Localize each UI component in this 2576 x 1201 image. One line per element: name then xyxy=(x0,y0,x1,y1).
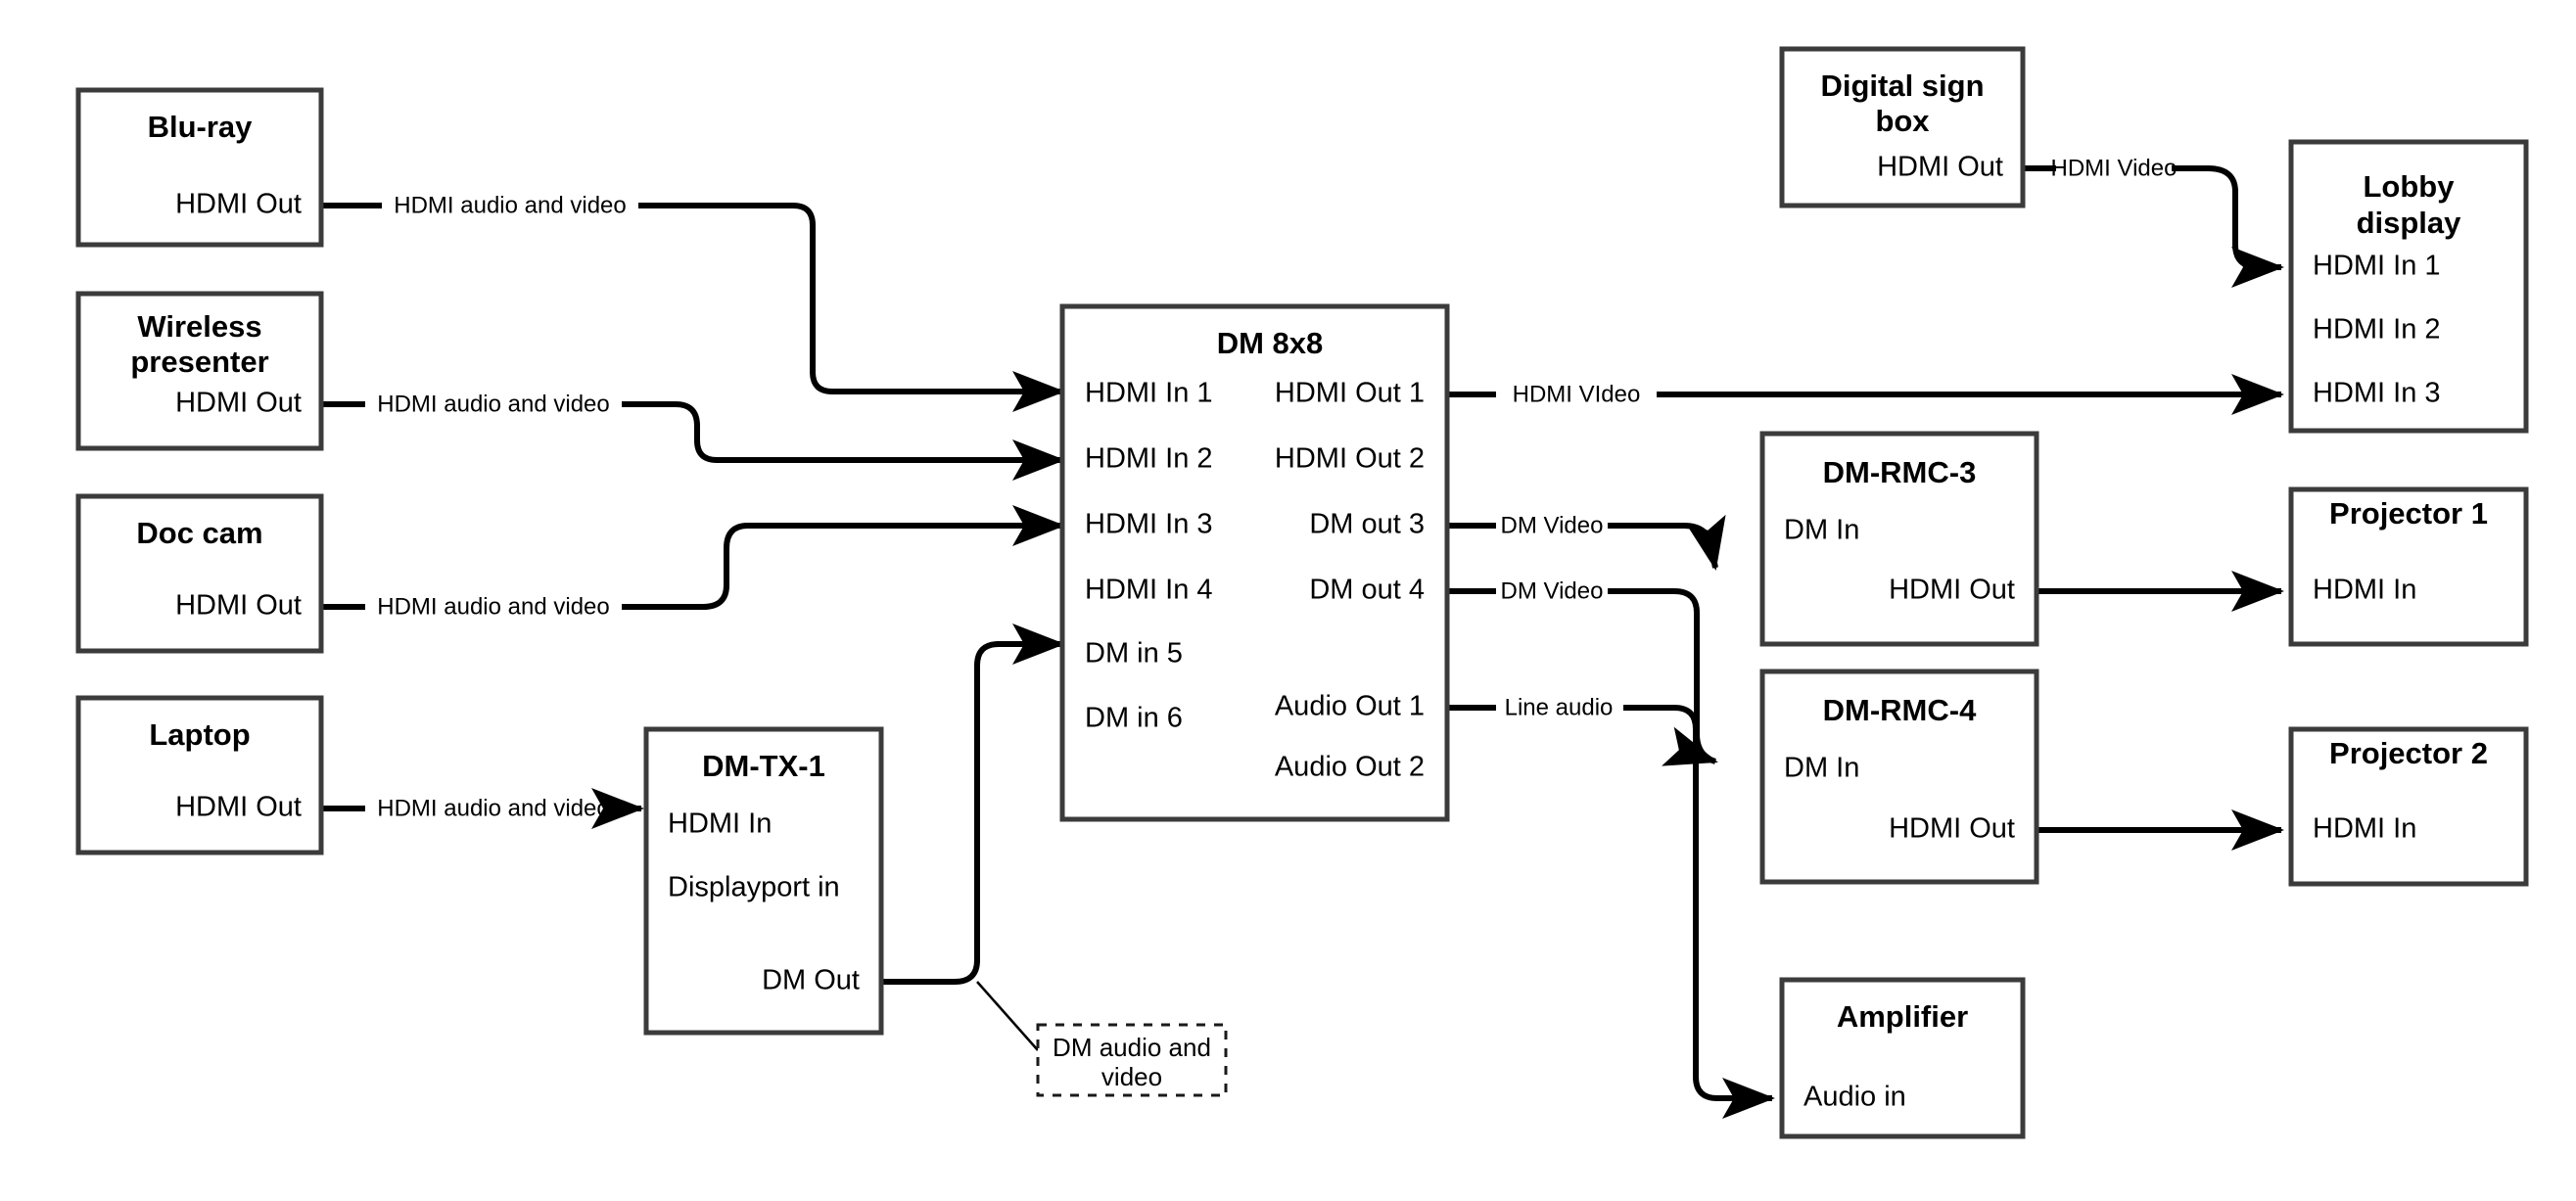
box-laptop[interactable]: Laptop HDMI Out xyxy=(75,695,324,855)
box-title-digital-sign-box-line1: Digital sign xyxy=(1820,69,1984,103)
port-dm8x8-dm-in-6: DM in 6 xyxy=(1085,703,1183,734)
port-dm8x8-hdmi-out-1: HDMI Out 1 xyxy=(1275,378,1425,409)
port-dmtx1-displayport-in: Displayport in xyxy=(668,872,840,903)
port-dm8x8-dm-out-3: DM out 3 xyxy=(1309,509,1425,540)
wire-wireless-to-dm8x8: HDMI audio and video xyxy=(323,391,1065,481)
box-dm-8x8[interactable]: DM 8x8 HDMI In 1 HDMI In 2 HDMI In 3 HDM… xyxy=(1059,303,1450,822)
port-laptop-hdmi-out: HDMI Out xyxy=(175,792,302,823)
box-title-bluray: Blu-ray xyxy=(148,110,254,144)
box-title-dm-tx-1: DM-TX-1 xyxy=(702,749,825,783)
wire-dmtx1-to-dm8x8 xyxy=(881,624,1065,1051)
edge-label-dmout3: DM Video xyxy=(1501,512,1604,538)
box-title-dm-8x8: DM 8x8 xyxy=(1217,326,1324,360)
edge-label-audioout1: Line audio xyxy=(1505,694,1614,720)
port-wireless-hdmi-out: HDMI Out xyxy=(175,388,302,419)
edge-label-dmout4: DM Video xyxy=(1501,577,1604,604)
wire-dmout3-to-rmc3: DM Video xyxy=(1447,512,1726,571)
box-dm-rmc-4[interactable]: DM-RMC-4 DM In HDMI Out xyxy=(1759,669,2039,885)
port-dm8x8-hdmi-out-2: HDMI Out 2 xyxy=(1275,443,1425,475)
box-amplifier[interactable]: Amplifier Audio in xyxy=(1779,977,2026,1139)
box-title-laptop: Laptop xyxy=(149,717,250,752)
wire-laptop-to-dmtx1: HDMI audio and video xyxy=(323,788,644,829)
port-dm8x8-audio-out-2: Audio Out 2 xyxy=(1275,752,1425,783)
wire-audioout1-to-amplifier: Line audio xyxy=(1447,694,1775,1119)
port-dm8x8-hdmi-in-3: HDMI In 3 xyxy=(1085,509,1213,540)
callout-dm-audio-and-video: DM audio and video xyxy=(1036,1023,1228,1097)
box-lobby-display[interactable]: Lobby display HDMI In 1 HDMI In 2 HDMI I… xyxy=(2288,139,2529,434)
port-lobby-hdmi-in-2: HDMI In 2 xyxy=(2313,314,2441,346)
edge-label-laptop: HDMI audio and video xyxy=(377,795,609,821)
wire-doccam-to-dm8x8: HDMI audio and video xyxy=(323,505,1065,620)
box-dm-rmc-3[interactable]: DM-RMC-3 DM In HDMI Out xyxy=(1759,431,2039,647)
port-lobby-hdmi-in-3: HDMI In 3 xyxy=(2313,378,2441,409)
port-dmtx1-dm-out: DM Out xyxy=(762,965,860,996)
port-rmc4-dm-in: DM In xyxy=(1784,753,1859,784)
box-title-digital-sign-box-line2: box xyxy=(1875,104,1930,138)
box-wireless-presenter[interactable]: Wireless presenter HDMI Out xyxy=(75,291,324,451)
wire-dmout4-to-rmc4: DM Video xyxy=(1447,577,1718,766)
callout-line1: DM audio and xyxy=(1053,1033,1211,1062)
port-doccam-hdmi-out: HDMI Out xyxy=(175,590,302,622)
wire-bluray-to-dm8x8: HDMI audio and video xyxy=(323,192,1065,412)
edge-label-doccam: HDMI audio and video xyxy=(377,593,609,620)
port-dm8x8-hdmi-in-4: HDMI In 4 xyxy=(1085,575,1213,606)
edge-label-wireless: HDMI audio and video xyxy=(377,391,609,417)
port-rmc4-hdmi-out: HDMI Out xyxy=(1889,813,2015,845)
box-title-doc-cam: Doc cam xyxy=(136,516,262,550)
port-bluray-hdmi-out: HDMI Out xyxy=(175,189,302,220)
port-rmc3-hdmi-out: HDMI Out xyxy=(1889,575,2015,606)
box-bluray[interactable]: Blu-ray HDMI Out xyxy=(75,87,324,248)
box-title-dm-rmc-3: DM-RMC-3 xyxy=(1823,455,1977,489)
port-signbox-hdmi-out: HDMI Out xyxy=(1877,152,2003,183)
box-dm-tx-1[interactable]: DM-TX-1 HDMI In Displayport in DM Out xyxy=(643,726,884,1036)
port-dm8x8-audio-out-1: Audio Out 1 xyxy=(1275,691,1425,722)
box-projector-1[interactable]: Projector 1 HDMI In xyxy=(2288,486,2529,647)
port-rmc3-dm-in: DM In xyxy=(1784,515,1859,546)
box-digital-sign-box[interactable]: Digital sign box HDMI Out xyxy=(1779,46,2026,208)
box-projector-2[interactable]: Projector 2 HDMI In xyxy=(2288,726,2529,887)
port-dm8x8-dm-in-5: DM in 5 xyxy=(1085,638,1183,670)
callout-line2: video xyxy=(1101,1062,1162,1091)
port-amplifier-audio-in: Audio in xyxy=(1803,1082,1906,1113)
port-dm8x8-hdmi-in-1: HDMI In 1 xyxy=(1085,378,1213,409)
box-title-projector-2: Projector 2 xyxy=(2329,736,2488,770)
wire-signbox-to-lobby-hdmi1: HDMI Video xyxy=(2023,155,2284,288)
port-dmtx1-hdmi-in: HDMI In xyxy=(668,808,772,840)
port-dm8x8-hdmi-in-2: HDMI In 2 xyxy=(1085,443,1213,475)
edge-label-dmout1: HDMI VIdeo xyxy=(1513,381,1641,407)
wire-dmout1-to-lobby-hdmi3: HDMI VIdeo xyxy=(1447,374,2284,415)
port-projector1-hdmi-in: HDMI In xyxy=(2313,575,2416,606)
port-dm8x8-dm-out-4: DM out 4 xyxy=(1309,575,1425,606)
edge-label-bluray: HDMI audio and video xyxy=(394,192,626,218)
edge-label-signbox: HDMI Video xyxy=(2051,155,2178,181)
port-lobby-hdmi-in-1: HDMI In 1 xyxy=(2313,251,2441,282)
box-title-wireless-presenter-line1: Wireless xyxy=(137,309,261,344)
box-title-projector-1: Projector 1 xyxy=(2329,496,2488,531)
box-doc-cam[interactable]: Doc cam HDMI Out xyxy=(75,493,324,654)
box-title-amplifier: Amplifier xyxy=(1837,999,1968,1034)
port-projector2-hdmi-in: HDMI In xyxy=(2313,813,2416,845)
box-title-wireless-presenter-line2: presenter xyxy=(130,345,268,379)
box-title-lobby-display-line2: display xyxy=(2357,206,2462,240)
box-title-lobby-display-line1: Lobby xyxy=(2364,169,2456,204)
box-title-dm-rmc-4: DM-RMC-4 xyxy=(1823,693,1977,727)
